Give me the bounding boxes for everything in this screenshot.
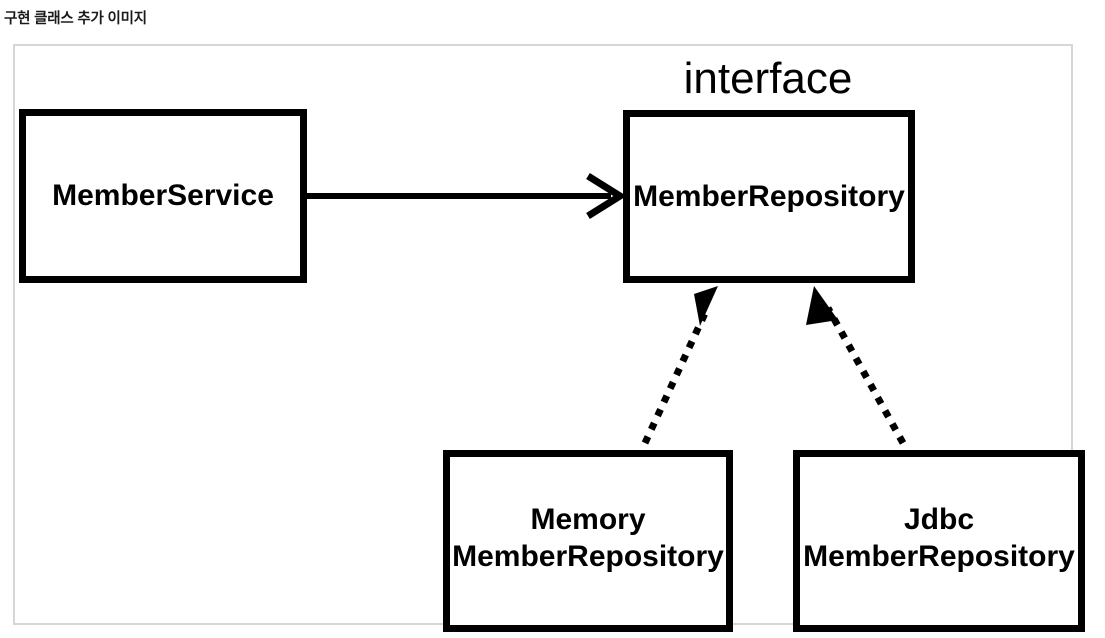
edge-service-to-repository [307,173,627,219]
node-memory-member-repository[interactable]: Memory MemberRepository [443,450,733,632]
filled-triangle-arrowhead-icon [806,286,838,325]
figure-caption: 구현 클래스 추가 이미지 [4,11,147,27]
node-member-repository[interactable]: MemberRepository [623,110,915,283]
realization-line-jdbc [824,306,907,445]
interface-stereotype-label: interface [684,54,853,103]
member-service-label: MemberService [52,179,274,212]
member-service-box[interactable] [19,109,307,283]
jdbc-member-repository-label-line2: MemberRepository [803,540,1075,573]
node-jdbc-member-repository[interactable]: Jdbc MemberRepository [793,450,1085,632]
memory-member-repository-box[interactable] [443,450,733,632]
member-repository-box[interactable] [623,110,915,283]
jdbc-member-repository-label-line1: Jdbc [904,503,974,536]
member-repository-label: MemberRepository [633,180,905,213]
edge-memory-implements [641,286,718,445]
open-arrowhead-icon [586,173,627,219]
memory-member-repository-label-line1: Memory [530,503,645,536]
memory-member-repository-label-line2: MemberRepository [452,540,724,573]
realization-line-memory [641,307,711,445]
jdbc-member-repository-box[interactable] [793,450,1085,632]
edge-jdbc-implements [806,286,907,445]
node-member-service[interactable]: MemberService [19,109,307,283]
filled-triangle-arrowhead-icon [694,286,718,326]
